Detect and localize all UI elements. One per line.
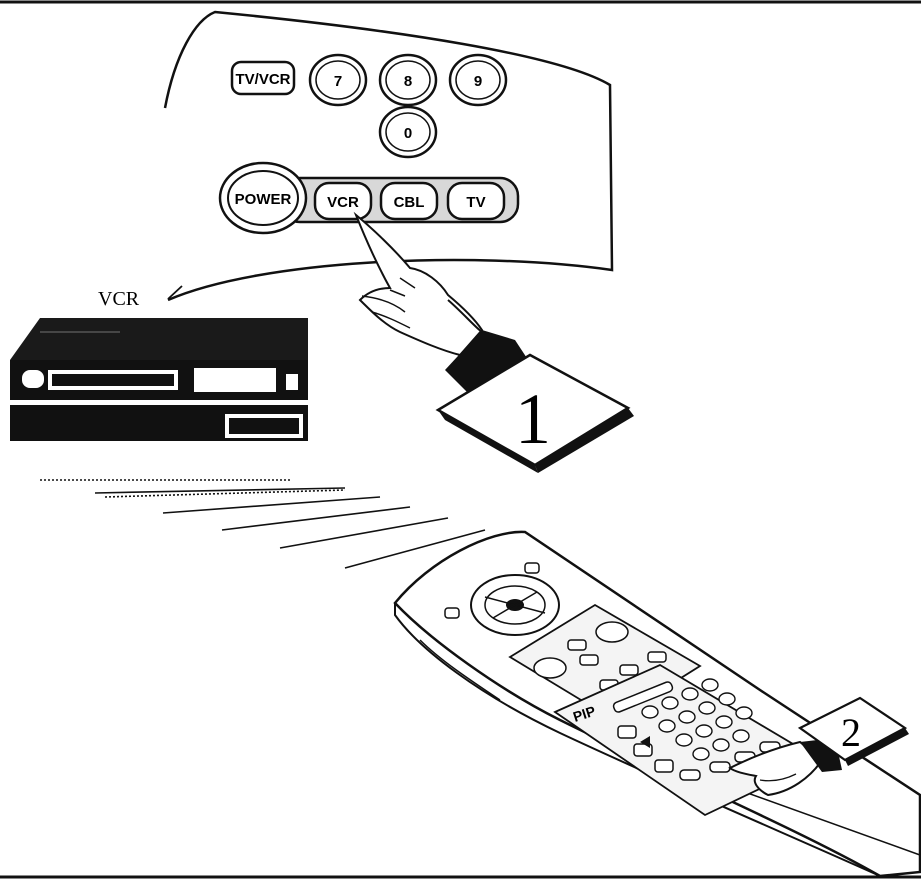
vcr-mode-button[interactable]: VCR [315, 183, 371, 219]
digit-button-9[interactable]: 9 [450, 55, 506, 105]
digit-button-8[interactable]: 8 [380, 55, 436, 105]
cbl-mode-button[interactable]: CBL [381, 183, 437, 219]
digit-label-7: 7 [334, 73, 342, 90]
tv-vcr-label: TV/VCR [235, 71, 290, 88]
digit-label-9: 9 [474, 73, 482, 90]
vcr-mode-label: VCR [327, 194, 359, 211]
tv-mode-button[interactable]: TV [448, 183, 504, 219]
cbl-mode-label: CBL [394, 194, 425, 211]
digit-label-0: 0 [404, 125, 412, 142]
tv-vcr-button[interactable]: TV/VCR [232, 62, 294, 94]
power-button[interactable]: POWER [220, 163, 306, 233]
vcr-device-icon [10, 318, 308, 441]
step-2-number: 2 [841, 710, 861, 755]
power-label: POWER [235, 191, 292, 208]
remote-control: PIP [395, 532, 920, 876]
remote-top-button-icon [525, 563, 539, 573]
ir-signal-lines [40, 480, 485, 568]
step-1-number: 1 [515, 379, 551, 459]
digit-button-7[interactable]: 7 [310, 55, 366, 105]
digit-label-8: 8 [404, 73, 412, 90]
digit-button-0[interactable]: 0 [380, 107, 436, 157]
tv-mode-label: TV [466, 194, 485, 211]
vcr-device-label: VCR [98, 288, 140, 310]
remote-left-button-icon [445, 608, 459, 618]
navigation-pad-icon [471, 575, 559, 635]
